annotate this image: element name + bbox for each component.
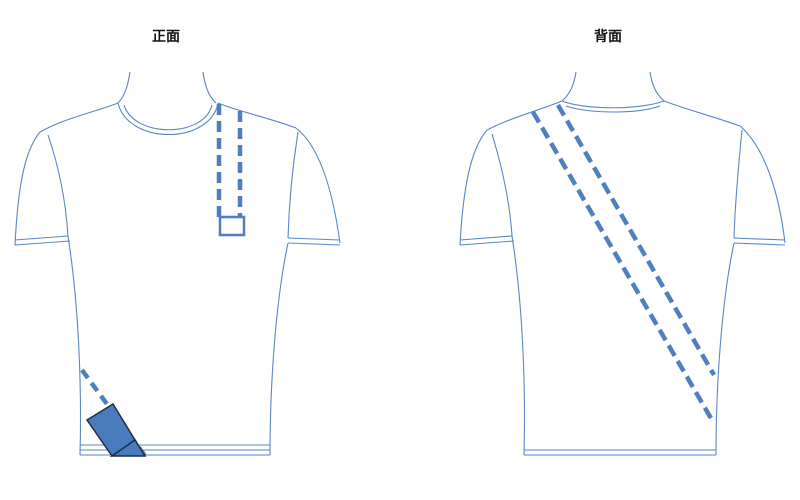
back-right-side: [715, 242, 735, 456]
back-right-shoulder: [663, 100, 741, 127]
back-left-cuff: [459, 235, 515, 246]
front-neck-left: [117, 71, 131, 104]
front-view-label: 正面: [152, 29, 180, 45]
back-neck-left: [561, 71, 577, 102]
front-right-armhole: [287, 131, 299, 239]
strap-buckle: [218, 215, 246, 237]
front-right-side: [269, 242, 289, 456]
back-left-sleeve: [459, 129, 488, 246]
back-right-cuff: [733, 237, 786, 246]
back-view-label: 背面: [594, 29, 622, 45]
back-hem: [524, 449, 716, 456]
front-left-shoulder: [39, 102, 119, 133]
front-right-shoulder: [217, 102, 297, 129]
back-left-shoulder: [486, 100, 563, 131]
back-right-armhole: [733, 129, 743, 239]
front-shirt: [14, 71, 341, 456]
back-left-armhole: [491, 133, 513, 237]
front-neck-right: [202, 71, 217, 104]
front-collar-outer: [117, 102, 219, 135]
back-diagonal-strap: [531, 103, 716, 422]
back-strap-lower-line: [556, 103, 716, 377]
back-shirt: [459, 71, 786, 456]
front-right-cuff: [287, 237, 341, 246]
back-neck-right: [649, 71, 665, 102]
front-right-sleeve: [295, 127, 341, 244]
front-shoulder-strap: [216, 104, 243, 218]
front-left-armhole: [47, 134, 69, 237]
back-strap-upper-line: [531, 110, 714, 422]
front-left-sleeve: [14, 131, 41, 246]
front-left-side: [67, 235, 82, 456]
front-left-cuff: [14, 235, 71, 246]
back-left-side: [511, 235, 526, 456]
front-collar-inner: [123, 104, 213, 131]
back-collar-inner: [565, 105, 661, 113]
back-right-sleeve: [739, 125, 786, 244]
back-collar-outer: [561, 100, 665, 109]
pouch-bag-lower: [109, 438, 147, 457]
